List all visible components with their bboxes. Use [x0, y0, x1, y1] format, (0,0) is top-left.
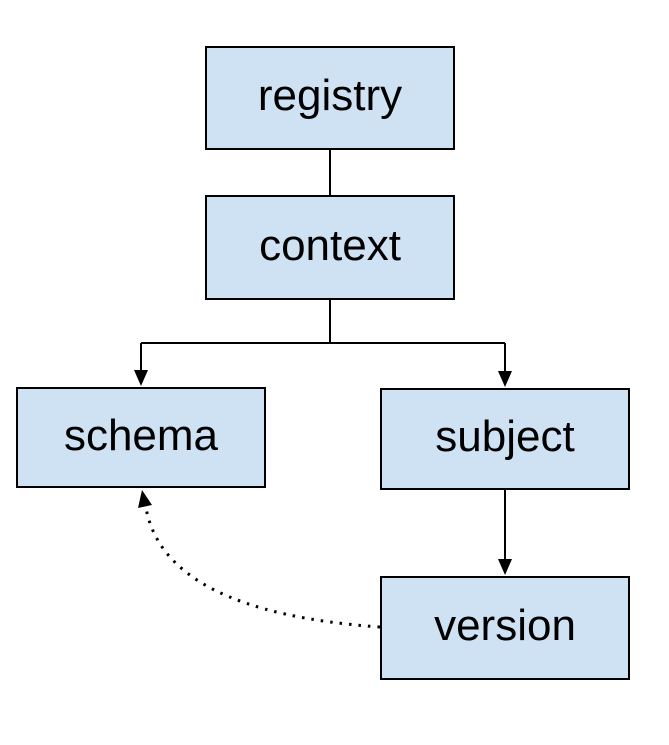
node-registry-label: registry	[257, 71, 403, 120]
node-context-label: context	[259, 220, 401, 270]
node-schema: schema	[16, 387, 266, 488]
arrowhead-subject-top	[498, 371, 512, 387]
node-version: version	[380, 576, 630, 680]
node-registry: registry	[205, 46, 455, 150]
arrowhead-schema-bottom	[138, 490, 152, 508]
node-version-label: version	[434, 601, 576, 650]
edge-version-schema	[144, 507, 381, 629]
arrowhead-schema-top	[134, 370, 148, 386]
node-subject: subject	[380, 388, 630, 490]
arrowhead-version-top	[498, 559, 512, 575]
node-subject-label: subject	[435, 412, 575, 461]
node-context: context	[205, 195, 455, 300]
node-schema-label: schema	[63, 410, 219, 460]
